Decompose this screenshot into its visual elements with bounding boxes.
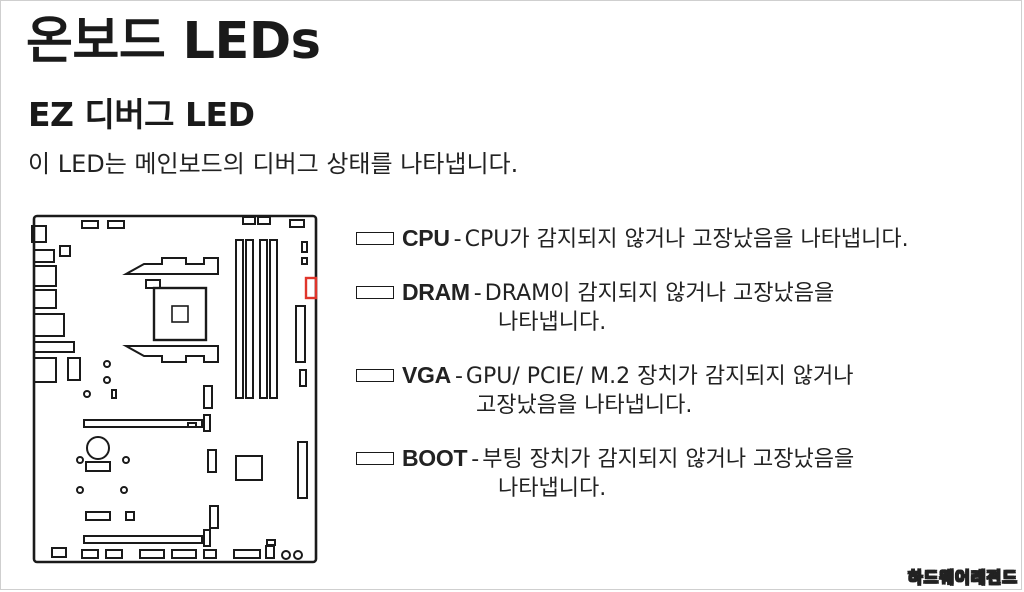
led-item-vga: VGA-GPU/ PCIE/ M.2 장치가 감지되지 않거나 고장났음을 나타… — [356, 361, 1016, 420]
led-name: DRAM — [402, 279, 470, 305]
led-name: CPU — [402, 225, 450, 251]
led-separator: - — [453, 227, 462, 252]
led-item-cpu: CPU-CPU가 감지되지 않거나 고장났음을 나타냅니다. — [356, 224, 1016, 254]
motherboard-illustration — [31, 214, 318, 564]
led-item-dram: DRAM-DRAM이 감지되지 않거나 고장났음을 나타냅니다. — [356, 278, 1016, 337]
debug-led-highlight — [304, 276, 318, 300]
section-description: 이 LED는 메인보드의 디버그 상태를 나타냅니다. — [28, 150, 519, 178]
led-description: GPU/ PCIE/ M.2 장치가 감지되지 않거나 — [465, 364, 854, 389]
motherboard-diagram — [28, 210, 320, 570]
led-legend: CPU-CPU가 감지되지 않거나 고장났음을 나타냅니다. DRAM-DRAM… — [356, 224, 1016, 527]
led-description-cont: 고장났음을 나타냅니다. — [476, 393, 693, 418]
led-description-cont: 나타냅니다. — [498, 310, 607, 335]
section-subtitle: EZ 디버그 LED — [28, 95, 255, 134]
led-name: VGA — [402, 362, 451, 388]
led-indicator-icon — [356, 232, 394, 245]
led-separator: - — [473, 281, 482, 306]
led-description: CPU가 감지되지 않거나 고장났음을 나타냅니다. — [464, 227, 909, 252]
led-item-boot: BOOT-부팅 장치가 감지되지 않거나 고장났음을 나타냅니다. — [356, 444, 1016, 503]
led-separator: - — [454, 364, 463, 389]
led-separator: - — [471, 447, 480, 472]
page-title: 온보드 LEDs — [26, 12, 321, 71]
led-description: DRAM이 감지되지 않거나 고장났음을 — [484, 281, 835, 306]
led-description: 부팅 장치가 감지되지 않거나 고장났음을 — [482, 447, 855, 472]
led-indicator-icon — [356, 286, 394, 299]
led-description-cont: 나타냅니다. — [498, 476, 607, 501]
watermark: 하드웨어레전드 — [907, 568, 1018, 588]
led-indicator-icon — [356, 452, 394, 465]
led-indicator-icon — [356, 369, 394, 382]
led-name: BOOT — [402, 445, 468, 471]
